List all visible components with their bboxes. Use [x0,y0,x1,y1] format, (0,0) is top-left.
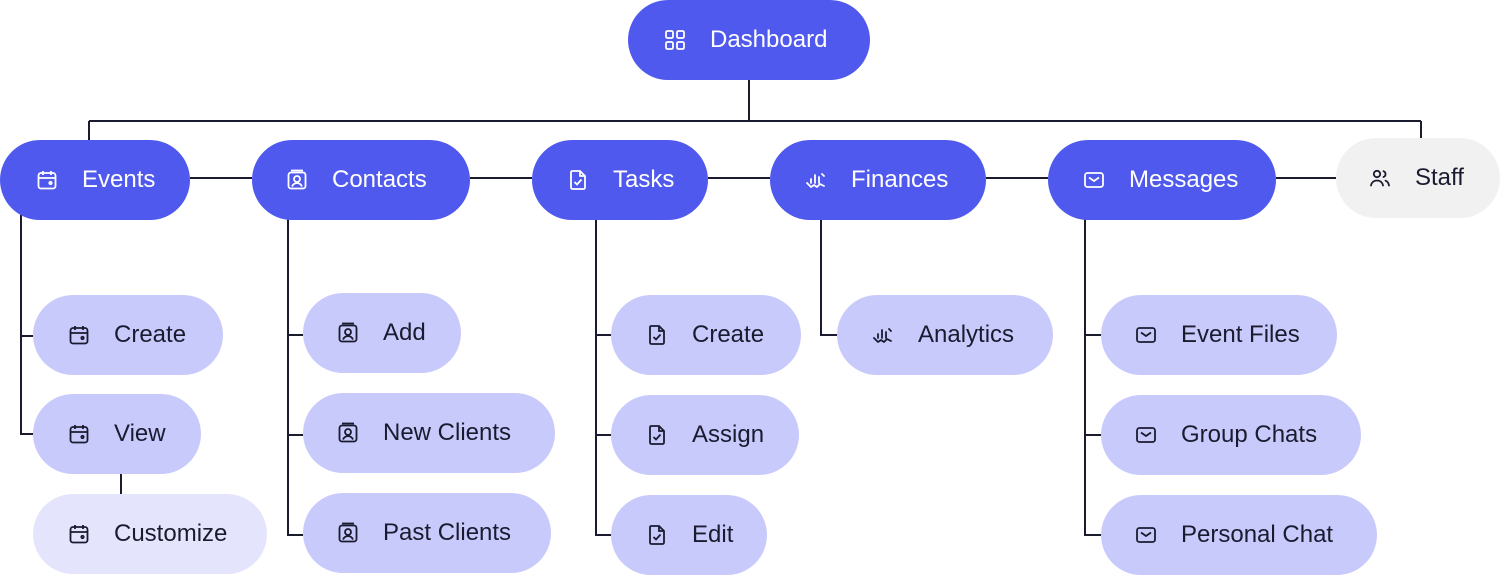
messages-label: Messages [1129,166,1239,193]
finances-analytics-node[interactable]: Analytics [837,295,1053,375]
envelope-icon [1133,422,1159,448]
messages-node[interactable]: Messages [1048,140,1276,220]
events-customize-label: Customize [114,520,228,547]
contacts-add-label: Add [383,319,426,346]
file-check-icon [644,522,670,548]
tasks-assign-node[interactable]: Assign [611,395,799,475]
contact-card-icon [284,167,310,193]
tasks-create-node[interactable]: Create [611,295,801,375]
staff-label: Staff [1415,164,1464,191]
envelope-icon [1081,167,1107,193]
tasks-node[interactable]: Tasks [532,140,708,220]
events-create-label: Create [114,321,187,348]
events-view-node[interactable]: View [33,394,201,474]
events-view-label: View [114,420,166,447]
messages-group-chats-node[interactable]: Group Chats [1101,395,1361,475]
contact-card-icon [335,520,361,546]
tasks-create-label: Create [692,321,765,348]
finances-label: Finances [851,166,949,193]
dashboard-node[interactable]: Dashboard [628,0,870,80]
grid-icon [662,27,688,53]
tasks-label: Tasks [613,166,675,193]
finances-analytics-label: Analytics [918,321,1015,348]
messages-personal-chat-label: Personal Chat [1181,521,1334,548]
finances-node[interactable]: Finances [770,140,986,220]
file-check-icon [644,322,670,348]
calendar-icon [66,421,92,447]
file-check-icon [644,422,670,448]
contact-card-icon [335,420,361,446]
messages-group-chats-label: Group Chats [1181,421,1318,448]
contacts-new-clients-label: New Clients [383,419,512,446]
users-icon [1367,165,1393,191]
tasks-edit-label: Edit [692,521,734,548]
contact-card-icon [335,320,361,346]
file-check-icon [565,167,591,193]
staff-node[interactable]: Staff [1336,138,1500,218]
dashboard-label: Dashboard [710,26,828,53]
messages-personal-chat-node[interactable]: Personal Chat [1101,495,1377,575]
events-customize-node[interactable]: Customize [33,494,267,574]
envelope-icon [1133,522,1159,548]
chart-hand-icon [803,167,829,193]
tasks-edit-node[interactable]: Edit [611,495,767,575]
chart-hand-icon [870,322,896,348]
calendar-icon [66,521,92,547]
events-label: Events [82,166,156,193]
contacts-past-clients-label: Past Clients [383,519,512,546]
tasks-assign-label: Assign [692,421,765,448]
contacts-node[interactable]: Contacts [252,140,470,220]
contacts-label: Contacts [332,166,427,193]
calendar-icon [34,167,60,193]
calendar-icon [66,322,92,348]
contacts-add-node[interactable]: Add [303,293,461,373]
envelope-icon [1133,322,1159,348]
messages-event-files-node[interactable]: Event Files [1101,295,1337,375]
messages-event-files-label: Event Files [1181,321,1300,348]
contacts-past-clients-node[interactable]: Past Clients [303,493,551,573]
events-node[interactable]: Events [0,140,190,220]
events-create-node[interactable]: Create [33,295,223,375]
contacts-new-clients-node[interactable]: New Clients [303,393,555,473]
